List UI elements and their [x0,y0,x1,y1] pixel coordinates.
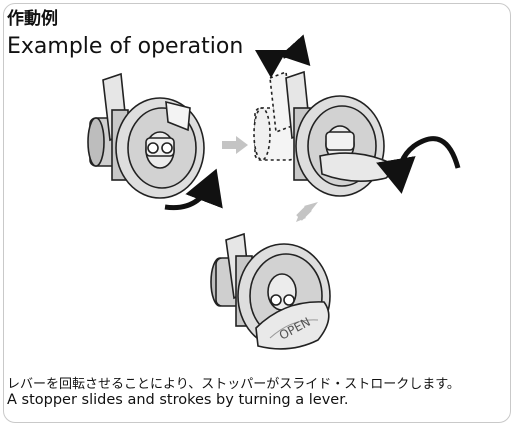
caption-english: A stopper slides and strokes by turning … [7,392,349,408]
lock-turning-icon [253,70,393,197]
caption-japanese: レバーを回転させることにより、ストッパーがスライド・ストロークします。 [7,377,460,392]
lock-closed-icon [87,72,205,199]
rotate-arrow-icon [376,136,461,194]
rotate-arrow-icon [164,168,223,211]
step-arrow-icon [222,136,248,154]
step-arrow-icon [296,202,318,222]
title-japanese: 作動例 [7,9,58,29]
lock-open-icon [210,232,331,350]
title-english: Example of operation [7,34,244,59]
rotate-arrow-icon [279,34,311,66]
